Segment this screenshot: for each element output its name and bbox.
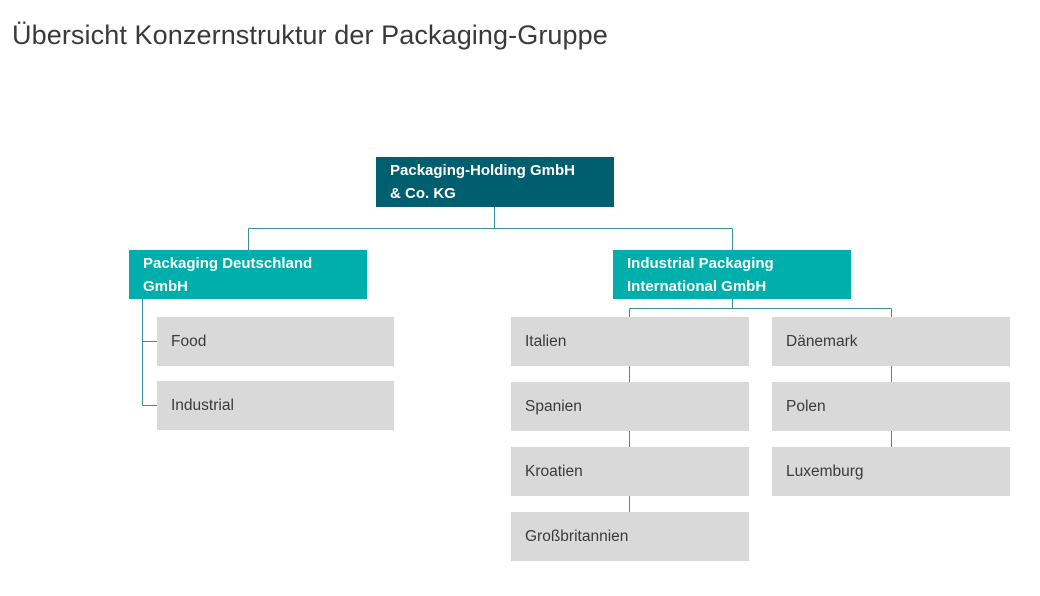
country-label: Kroatien <box>525 463 583 480</box>
unit-box-industrial: Industrial <box>157 381 394 430</box>
country-label: Großbritannien <box>525 528 629 545</box>
country-box-kroatien: Kroatien <box>511 447 749 496</box>
subsidiary-name-line2: GmbH <box>143 277 188 295</box>
subsidiary-name-line2: International GmbH <box>627 277 767 295</box>
country-box-spanien: Spanien <box>511 382 749 431</box>
subsidiary-box-international: Industrial Packaging International GmbH <box>613 250 851 299</box>
country-label: Luxemburg <box>786 463 864 480</box>
subsidiary-name-line1: Industrial Packaging <box>627 254 774 272</box>
country-label: Polen <box>786 398 826 415</box>
holding-name-line2: & Co. KG <box>390 185 456 202</box>
country-box-daenemark: Dänemark <box>772 317 1010 366</box>
subsidiary-name-line1: Packaging Deutschland <box>143 254 313 272</box>
holding-name-line1: Packaging-Holding GmbH <box>390 162 576 179</box>
subsidiary-box-deutschland: Packaging Deutschland GmbH <box>129 250 367 299</box>
country-box-luxemburg: Luxemburg <box>772 447 1010 496</box>
country-label: Italien <box>525 333 567 350</box>
unit-label: Food <box>171 333 207 350</box>
unit-label: Industrial <box>171 397 234 414</box>
country-box-grossbritannien: Großbritannien <box>511 512 749 561</box>
country-box-polen: Polen <box>772 382 1010 431</box>
unit-box-food: Food <box>157 317 394 366</box>
holding-box: Packaging-Holding GmbH & Co. KG <box>376 157 614 207</box>
country-box-italien: Italien <box>511 317 749 366</box>
country-label: Dänemark <box>786 333 858 350</box>
page-title: Übersicht Konzernstruktur der Packaging-… <box>12 20 608 50</box>
country-label: Spanien <box>525 398 582 415</box>
